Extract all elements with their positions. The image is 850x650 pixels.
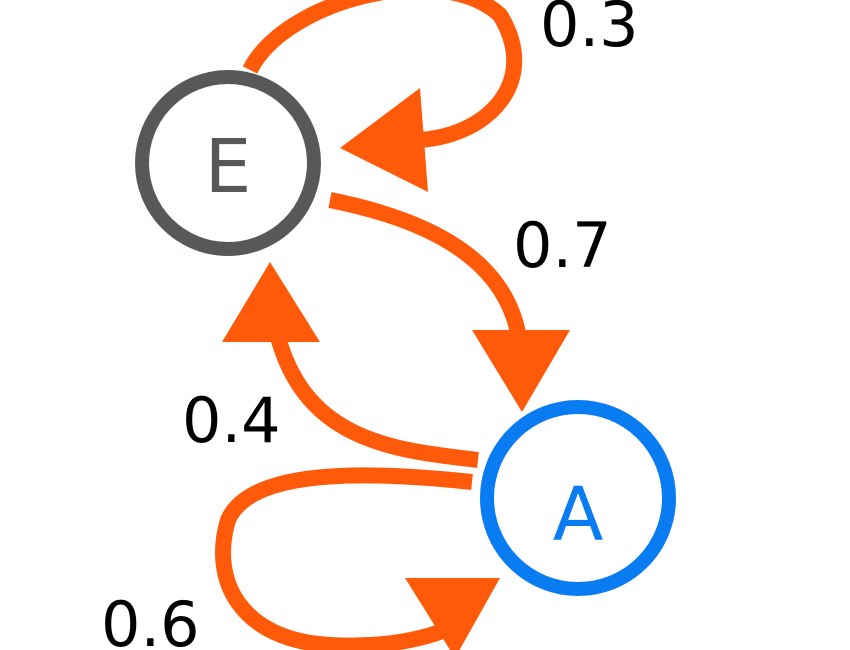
edge-e-to-e-line [242, 0, 523, 148]
node-e: E [135, 70, 321, 256]
edge-e-to-a [328, 192, 570, 412]
edge-a-to-e-line [267, 323, 479, 468]
node-a-circle [480, 400, 676, 596]
edge-a-to-a-label: 0.6 [101, 588, 200, 650]
edge-e-to-e [242, 0, 523, 192]
node-e-label: E [205, 124, 252, 210]
node-e-circle [135, 70, 321, 256]
edge-e-to-e-label: 0.3 [540, 0, 639, 61]
edge-e-to-a-line [328, 192, 528, 347]
edge-e-to-a-arrowhead [472, 330, 570, 412]
edge-a-to-e [222, 262, 479, 468]
node-a-label: A [553, 472, 604, 558]
edge-e-to-a-label: 0.7 [513, 209, 612, 282]
edge-a-to-e-arrowhead [222, 262, 320, 342]
node-a: A [480, 400, 676, 596]
edge-a-to-a-line [215, 467, 473, 650]
edge-e-to-e-arrowhead [340, 88, 428, 192]
edge-a-to-a [215, 467, 500, 650]
edge-a-to-e-label: 0.4 [182, 384, 281, 457]
edge-a-to-a-arrowhead [405, 578, 500, 650]
